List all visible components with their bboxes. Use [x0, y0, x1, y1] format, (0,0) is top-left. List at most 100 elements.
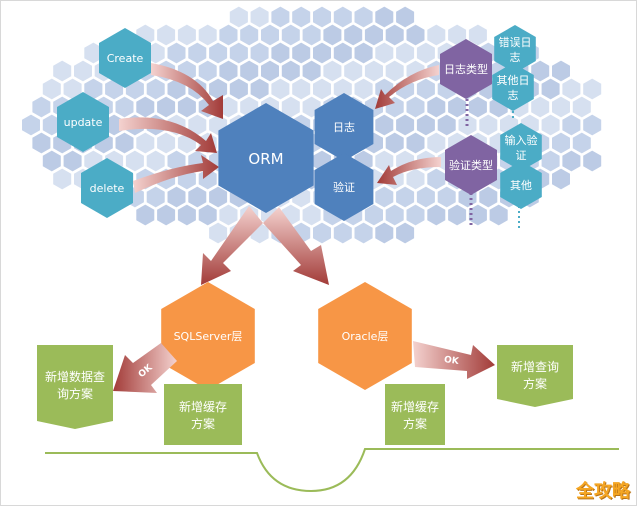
svg-text:其他: 其他 [510, 179, 532, 192]
background-hex-cell [219, 204, 238, 226]
background-hex-cell [146, 186, 165, 208]
background-hex-cell [437, 114, 456, 136]
hex-update: update [57, 92, 109, 152]
background-hex-cell [333, 42, 352, 64]
background-hex-cell [42, 114, 61, 136]
background-hex-cell [385, 60, 404, 82]
background-hex-cell [188, 186, 207, 208]
background-hex-cell [375, 114, 394, 136]
svg-text:OK: OK [443, 355, 460, 367]
background-hex-cell [468, 204, 487, 226]
background-hex-cell [385, 24, 404, 46]
svg-text:验证: 验证 [333, 180, 355, 194]
background-hex-cell [406, 204, 425, 226]
svg-text:Oracle层: Oracle层 [342, 330, 389, 343]
arrow-validatetype-to-validate [377, 157, 441, 185]
background-hex-cell [416, 78, 435, 100]
right-arrows [375, 65, 441, 185]
background-hex-cell [250, 42, 269, 64]
background-hex-cell [167, 186, 186, 208]
svg-text:方案: 方案 [191, 416, 215, 431]
ok-arrow-left: OK [113, 343, 177, 393]
svg-text:新增缓存: 新增缓存 [179, 399, 227, 414]
background-hex-cell [448, 96, 467, 118]
background-hex-cell [468, 96, 487, 118]
background-hex-cell [364, 60, 383, 82]
background-hex-cell [427, 96, 446, 118]
background-hex-cell [167, 150, 186, 172]
background-hex-cell [583, 114, 602, 136]
background-hex-cell [229, 78, 248, 100]
background-hex-cell [167, 78, 186, 100]
background-hex-cell [261, 24, 279, 46]
background-hex-cell [427, 132, 446, 154]
background-hex-cell [448, 24, 467, 46]
svg-text:询方案: 询方案 [57, 386, 93, 401]
background-hex-cell [406, 168, 425, 190]
svg-text:其他日: 其他日 [497, 74, 530, 87]
box-new-cache-oracle: 新增缓存 方案 [385, 384, 445, 445]
background-hex-cell [42, 78, 61, 100]
svg-text:SQLServer层: SQLServer层 [174, 330, 243, 343]
arrow-orm-to-oracle [263, 207, 329, 285]
background-hex-cell [229, 42, 248, 64]
background-hex-cell [313, 222, 331, 244]
background-hex-cell [479, 186, 498, 208]
svg-text:delete: delete [90, 182, 125, 195]
background-hex-cell [136, 96, 155, 118]
background-hex-cell [375, 186, 394, 208]
background-hex-cell [416, 42, 435, 64]
background-hex-cell [115, 96, 134, 118]
background-hex-cell [364, 24, 383, 46]
background-hex-cell [63, 150, 82, 172]
background-hex-cell [448, 204, 467, 226]
box-new-query: 新增查询 方案 [497, 345, 573, 407]
background-hex-cell [63, 78, 82, 100]
svg-text:新增查询: 新增查询 [511, 359, 559, 374]
background-hex-cell [468, 24, 487, 46]
background-hex-cell [198, 204, 217, 226]
background-hex-cell [416, 114, 435, 136]
background-hex-cell [427, 24, 446, 46]
svg-text:志: 志 [508, 89, 519, 102]
background-hex-cell [188, 114, 207, 136]
background-hex-cell [344, 24, 363, 46]
svg-text:update: update [64, 116, 103, 129]
background-hex-cell [229, 6, 248, 28]
background-hex-cell [281, 60, 300, 82]
background-hex-cell [333, 78, 352, 100]
svg-text:错误日: 错误日 [499, 35, 532, 49]
background-hex-cell [125, 150, 144, 172]
orm-to-layers-arrows [201, 206, 329, 285]
background-hex-cell [385, 204, 404, 226]
background-hex-cell [562, 150, 581, 172]
background-hex-cell [198, 24, 217, 46]
background-hex-cell [209, 78, 228, 100]
background-hex-cell [396, 42, 415, 64]
background-hex-cell [396, 114, 415, 136]
svg-text:方案: 方案 [523, 376, 547, 391]
background-hex-cell [333, 6, 352, 28]
box-new-data-query: 新增数据查 询方案 [37, 345, 113, 429]
svg-text:方案: 方案 [403, 416, 427, 431]
background-hex-cell [489, 204, 508, 226]
arrow-orm-to-sqlserver [201, 206, 263, 285]
background-hex-cell [344, 60, 363, 82]
background-hex-cell [313, 6, 331, 28]
background-hex-cell [271, 42, 290, 64]
hex-other-log: 其他日 志 [492, 63, 534, 111]
svg-text:ORM: ORM [248, 150, 283, 168]
hex-log: 日志 [314, 93, 374, 161]
background-hex-cell [416, 186, 435, 208]
background-hex-cell [406, 96, 425, 118]
background-hex-cell [479, 114, 498, 136]
background-hex-cell [157, 132, 176, 154]
background-hex-cell [572, 96, 591, 118]
background-hex-cell [583, 78, 602, 100]
background-hex-cell [354, 78, 373, 100]
background-hex-cell [219, 24, 238, 46]
watermark-logo: 全攻略 [576, 481, 630, 502]
baseline-curve [45, 448, 619, 493]
